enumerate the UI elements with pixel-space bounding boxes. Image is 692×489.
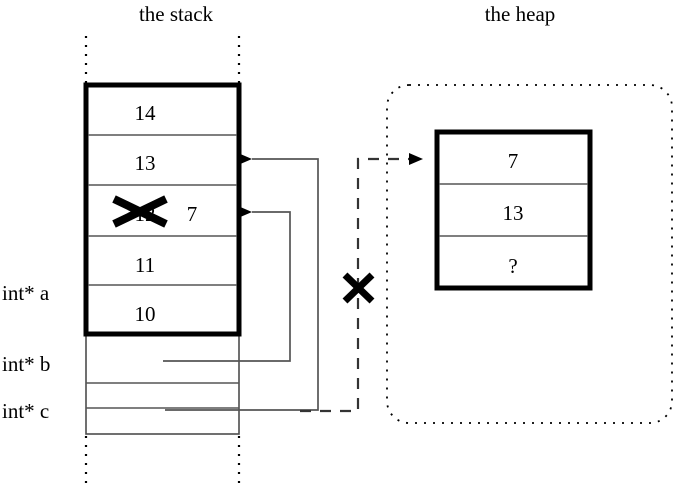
stack-title: the stack xyxy=(139,2,214,26)
heap-cell-value-2: ? xyxy=(508,254,517,278)
heap-cell-value-1: 13 xyxy=(503,201,524,225)
variable-label-a: int* a xyxy=(2,281,50,305)
heap-title: the heap xyxy=(485,2,556,26)
strikeout-x-icon xyxy=(112,195,168,228)
stack-cell-value-4: 10 xyxy=(135,302,156,326)
stack-cell-value-3: 11 xyxy=(135,253,155,277)
stack-cell-value-1: 13 xyxy=(135,151,156,175)
invalid-pointer-x-icon xyxy=(342,272,375,304)
variable-label-b: int* b xyxy=(2,352,50,376)
variable-label-c: int* c xyxy=(2,399,49,423)
stack-cell-value-2-new: 7 xyxy=(187,202,198,226)
heap-block-frame xyxy=(434,129,593,291)
stack-cell-value-0: 14 xyxy=(135,101,157,125)
stack-active-frame xyxy=(83,82,242,337)
heap-region-boundary xyxy=(386,84,673,424)
heap-cell-value-0: 7 xyxy=(508,149,519,173)
pointer-c-arrow xyxy=(165,153,319,411)
pointer-b-arrow xyxy=(163,206,291,362)
stack-inactive-region xyxy=(85,333,240,435)
